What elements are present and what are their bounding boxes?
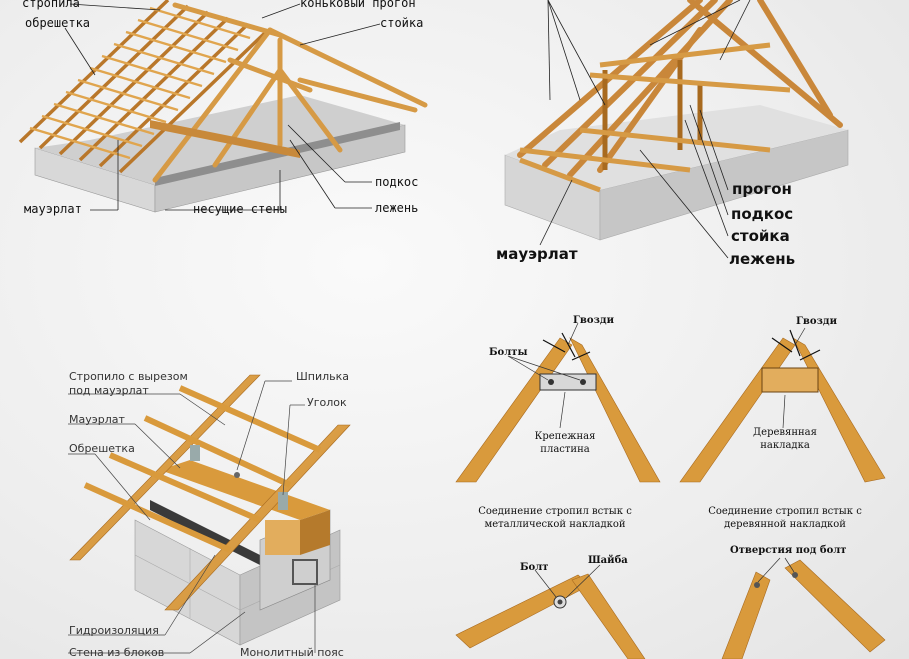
mauerlat-face bbox=[265, 520, 300, 555]
battens bbox=[29, 6, 251, 160]
label-obreshetka-bl: Обрешетка bbox=[69, 442, 135, 455]
rebar-frame bbox=[292, 559, 318, 585]
label-stropilo-line1: Стропило с вырезом bbox=[69, 370, 188, 383]
caption-wood-line2: деревянной накладкой bbox=[724, 519, 846, 530]
label-bolt: Болт bbox=[520, 562, 549, 573]
label-gidroizolyaciya: Гидроизоляция bbox=[69, 624, 159, 637]
label-lezhen: лежень bbox=[375, 201, 419, 215]
caption-metal-line1: Соединение стропил встык с bbox=[478, 506, 632, 517]
slab-tr bbox=[505, 105, 848, 190]
hip-beams bbox=[519, 42, 791, 193]
label-mauerlat: мауэрлат bbox=[24, 202, 82, 216]
hip-roof-illustration bbox=[504, 0, 849, 259]
caption-wood-line1: Соединение стропил встык с bbox=[708, 506, 862, 517]
label-gvozdi-left: Гвозди bbox=[573, 315, 614, 326]
label-podkos: подкос bbox=[375, 175, 419, 189]
label-konkovy-progon: коньковый прогон bbox=[300, 0, 416, 10]
rafters-left bbox=[18, 0, 270, 174]
label-mauerlat-bl: Мауэрлат bbox=[69, 413, 125, 426]
label-mauerlat-tr: мауэрлат bbox=[496, 245, 578, 263]
label-podkos-tr: подкос bbox=[731, 205, 794, 223]
rafter-joint-wood bbox=[679, 327, 886, 483]
label-stropilo-line2: под мауэрлат bbox=[69, 384, 149, 397]
label-gvozdi-right: Гвозди bbox=[796, 316, 837, 327]
angle-brackets bbox=[190, 445, 288, 510]
label-stoyka: стойка bbox=[380, 16, 424, 30]
mauerlat-end bbox=[300, 510, 330, 555]
nails-left bbox=[542, 332, 591, 361]
label-ugolok: Уголок bbox=[307, 396, 347, 409]
label-nakladka-line1: Деревянная bbox=[753, 427, 817, 438]
label-lezhen-tr: лежень bbox=[729, 250, 796, 268]
leader-lines-tr bbox=[539, 0, 751, 259]
wood-overlay bbox=[761, 367, 819, 393]
label-shayba: Шайба bbox=[588, 555, 628, 566]
leader-lines-tl bbox=[64, 3, 381, 211]
truss-roof-illustration bbox=[18, 0, 428, 213]
label-monolitny-poyas: Монолитный пояс bbox=[240, 646, 344, 659]
label-nakladka-line2: накладка bbox=[760, 440, 810, 451]
label-progon: прогон bbox=[732, 180, 792, 198]
label-krepezh-line1: Крепежная bbox=[534, 431, 596, 442]
hip-rafters bbox=[517, 0, 843, 178]
rafter-joint-bolt bbox=[455, 564, 646, 659]
truss-frame bbox=[152, 2, 428, 183]
leader-lines-bl bbox=[68, 380, 316, 654]
mauerlat-detail-illustration bbox=[68, 374, 351, 654]
label-stropila: стропила bbox=[22, 0, 80, 10]
metal-plate bbox=[539, 373, 597, 391]
mauerlat-strip bbox=[155, 122, 400, 186]
caption-metal-line2: металлической накладкой bbox=[484, 519, 626, 530]
label-otverstiya: Отверстия под болт bbox=[730, 545, 847, 556]
rafter-joint-holes bbox=[721, 557, 886, 659]
label-shpilka: Шпилька bbox=[296, 370, 350, 383]
label-stena-iz-blokov: Стена из блоков bbox=[69, 646, 165, 659]
label-stoyka-tr: стойка bbox=[731, 227, 790, 245]
battens-bl bbox=[83, 385, 322, 553]
label-obreshetka: обрешетка bbox=[25, 16, 91, 30]
lezhen-beam bbox=[150, 120, 300, 158]
label-nesushchie-steny: несущие стены bbox=[193, 202, 287, 216]
label-krepezh-line2: пластина bbox=[540, 444, 590, 455]
label-bolty: Болты bbox=[489, 347, 528, 358]
rafter-joint-metal bbox=[455, 322, 661, 483]
